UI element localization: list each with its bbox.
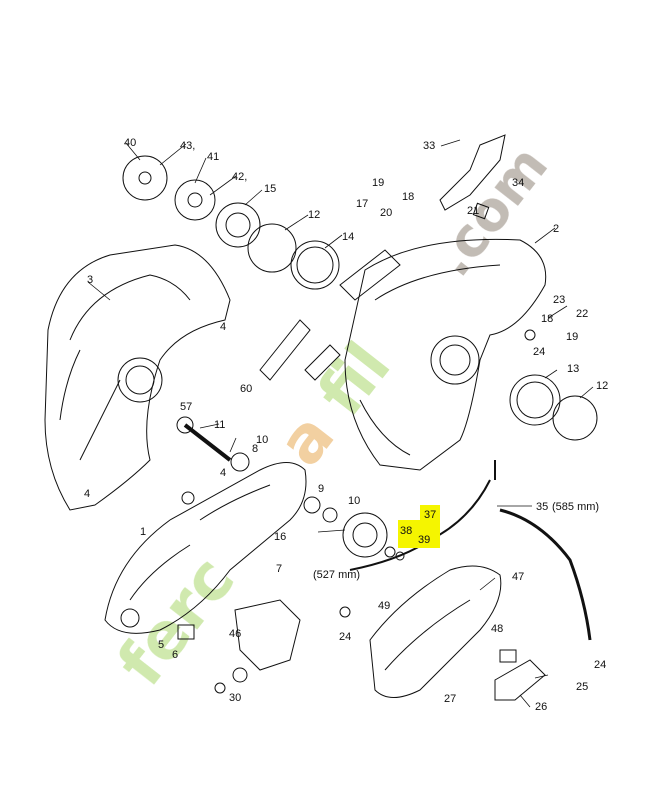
callout-label: 20 — [380, 207, 392, 219]
part-9 — [303, 496, 321, 514]
callout-label: 26 — [535, 701, 547, 713]
highlight-37 — [420, 505, 440, 520]
callout-label: 5 — [158, 639, 164, 651]
callout-label: 12 — [308, 209, 320, 221]
bar-60-b — [304, 344, 341, 381]
part-21 — [472, 202, 490, 220]
callout-label: 41 — [207, 151, 219, 163]
callout-label: 24 — [533, 346, 545, 358]
svg-text:a: a — [264, 400, 349, 480]
lever-34 — [439, 134, 506, 211]
callout-label: 35 — [536, 501, 548, 513]
callout-label: 60 — [240, 383, 252, 395]
callout-label: 30 — [229, 692, 241, 704]
pulley — [342, 512, 388, 558]
left-guard — [44, 244, 231, 511]
callout-label: 19 — [566, 331, 578, 343]
callout-label: 4 — [220, 321, 226, 333]
ring-12-right — [552, 395, 598, 441]
callout-label: 18 — [541, 313, 553, 325]
callout-label: 46 — [229, 628, 241, 640]
callout-label: 57 — [180, 401, 192, 413]
callout-label: 6 — [172, 649, 178, 661]
callout-label: 47 — [512, 571, 524, 583]
right-guard — [344, 238, 547, 471]
left-guard-inner — [59, 274, 191, 461]
callout-label: 23 — [553, 294, 565, 306]
callout-label: 13 — [567, 363, 579, 375]
bar-60-a — [259, 319, 311, 381]
callout-label: 1 — [140, 526, 146, 538]
callout-label: 4 — [84, 488, 90, 500]
callout-label: 42, — [232, 171, 247, 183]
callout-label: 49 — [378, 600, 390, 612]
hose-35 — [499, 508, 592, 641]
flange-43 — [122, 155, 168, 201]
callout-label: 8 — [252, 443, 258, 455]
callout-label: 19 — [372, 177, 384, 189]
callout-label: 24 — [339, 631, 351, 643]
callout-label: 43, — [180, 140, 195, 152]
ring-14 — [290, 240, 340, 290]
callout-label: 9 — [318, 483, 324, 495]
filter-block — [339, 249, 401, 301]
right-guard-bearing — [430, 335, 480, 385]
watermark: ferc a fil .com — [104, 134, 560, 700]
shaft-11 — [183, 423, 232, 462]
part-26 — [494, 659, 546, 701]
belt-cover-47 — [369, 565, 502, 698]
callout-label: 22 — [576, 308, 588, 320]
part-46 — [234, 599, 301, 671]
callout-label: 33 — [423, 140, 435, 152]
ring-13 — [509, 374, 561, 426]
callout-label: 27 — [444, 693, 456, 705]
left-guard-bearing — [117, 357, 163, 403]
svg-text:.com: .com — [421, 134, 560, 288]
callout-label: 34 — [512, 177, 524, 189]
callout-label: 7 — [276, 563, 282, 575]
disc-41 — [174, 179, 216, 221]
svg-text:fil: fil — [304, 330, 405, 430]
callout-label: (585 mm) — [552, 501, 599, 513]
highlight-group — [398, 505, 440, 548]
callout-label: 48 — [491, 623, 503, 635]
callout-label: 14 — [342, 231, 354, 243]
callout-label: 3 — [87, 274, 93, 286]
callout-label: 25 — [576, 681, 588, 693]
callout-label: 15 — [264, 183, 276, 195]
callout-label: 11 — [214, 419, 225, 431]
callout-label: 10 — [256, 434, 268, 446]
bearing-15 — [215, 202, 261, 248]
arm-1 — [104, 462, 307, 634]
callout-label: 39 — [418, 534, 430, 546]
callout-label: 2 — [553, 223, 559, 235]
part-5 — [177, 624, 195, 640]
callout-label: 38 — [400, 525, 412, 537]
callout-label: 17 — [356, 198, 368, 210]
callout-label: 10 — [348, 495, 360, 507]
callout-label: (527 mm) — [313, 569, 360, 581]
callout-label: 40 — [124, 137, 136, 149]
callout-label: 4 — [220, 467, 226, 479]
callout-label: 18 — [402, 191, 414, 203]
callout-label: 37 — [424, 509, 436, 521]
callout-label: 21 — [467, 205, 479, 217]
svg-text:ferc: ferc — [104, 543, 249, 699]
ring-12-left — [247, 223, 297, 273]
highlight-38-39 — [398, 520, 440, 548]
callout-label: 16 — [274, 531, 286, 543]
callout-label: 24 — [594, 659, 606, 671]
callout-label: 12 — [596, 380, 608, 392]
